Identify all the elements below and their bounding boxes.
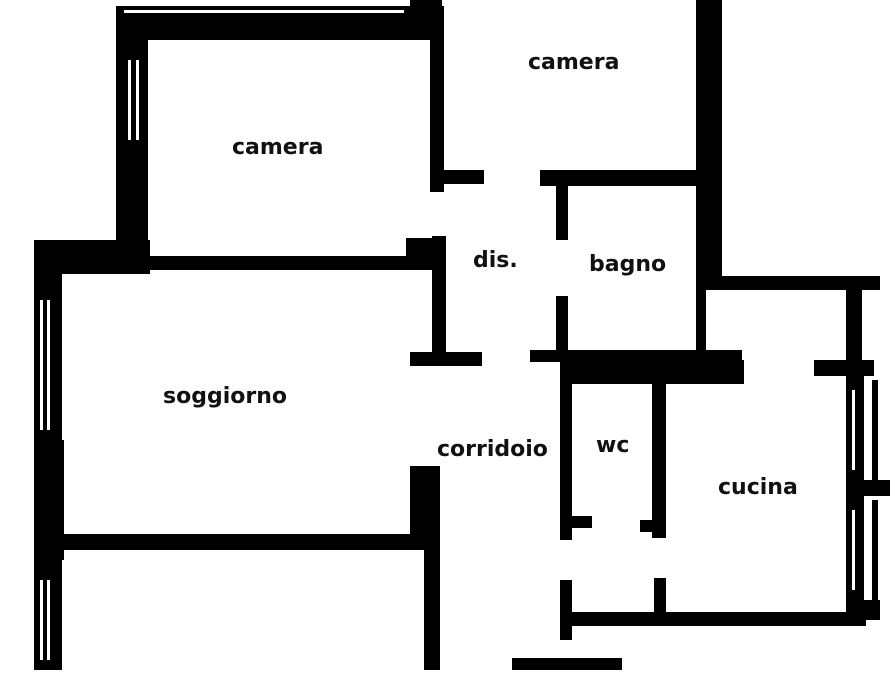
- room-label-cucina: cucina: [718, 475, 798, 500]
- wall: [872, 500, 878, 600]
- window-line: [40, 580, 43, 660]
- wall: [846, 376, 864, 626]
- wall: [556, 184, 568, 240]
- wall: [148, 256, 444, 270]
- room-label-camera-left: camera: [232, 135, 324, 160]
- window-line: [710, 290, 713, 346]
- wall: [512, 658, 622, 670]
- room-label-bagno: bagno: [589, 252, 667, 277]
- wall: [540, 170, 700, 186]
- window-line: [40, 300, 43, 430]
- room-label-soggiorno: soggiorno: [163, 384, 287, 409]
- room-label-corridoio: corridoio: [437, 437, 548, 462]
- wall: [62, 534, 440, 550]
- wall: [34, 440, 64, 560]
- wall: [556, 296, 568, 358]
- wall: [410, 466, 440, 550]
- window-line: [852, 390, 855, 470]
- wall: [696, 286, 706, 356]
- wall: [116, 6, 148, 256]
- wall: [566, 612, 866, 626]
- wall: [410, 352, 482, 366]
- window-line: [128, 60, 131, 140]
- wall: [444, 170, 484, 184]
- window-line: [136, 60, 139, 140]
- room-label-dis: dis.: [473, 248, 518, 273]
- window-line: [47, 580, 50, 660]
- wall: [530, 350, 742, 362]
- room-label-wc: wc: [596, 433, 630, 458]
- wall: [856, 600, 880, 620]
- window-line: [124, 10, 404, 13]
- wall: [640, 520, 666, 532]
- window-line: [47, 300, 50, 430]
- wall: [814, 360, 874, 376]
- room-label-camera-top: camera: [528, 50, 620, 75]
- wall: [652, 372, 666, 538]
- wall: [560, 516, 592, 528]
- wall: [654, 578, 666, 622]
- wall: [872, 380, 878, 480]
- wall: [860, 480, 890, 496]
- wall: [430, 6, 444, 192]
- wall: [424, 550, 440, 670]
- wall: [706, 276, 880, 290]
- window-line: [852, 510, 855, 590]
- wall: [696, 0, 722, 286]
- wall: [560, 580, 572, 640]
- wall: [432, 236, 446, 366]
- wall: [846, 286, 862, 366]
- wall: [560, 372, 572, 540]
